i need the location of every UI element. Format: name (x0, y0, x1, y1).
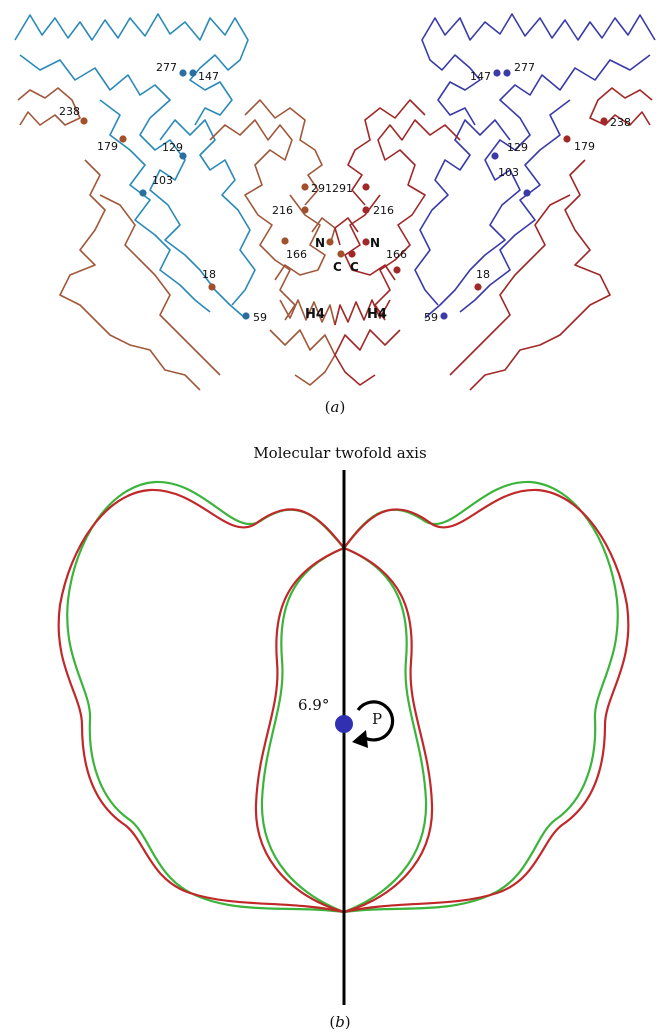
right-chain-red-trace (335, 88, 652, 390)
panel-a-ribbon-diagram: 277 147 238 179 129 103 291 216 166 18 5… (15, 14, 655, 416)
pivot-point-label: P (372, 710, 382, 728)
residue-label: 59 (424, 311, 438, 324)
panel-a-caption: (a) (325, 398, 346, 416)
residue-label: 291 (332, 182, 353, 195)
panel-b-caption: (b) (329, 1013, 350, 1031)
residue-label: 18 (202, 268, 216, 281)
residue-label: 18 (476, 268, 490, 281)
right-residue-labels: 147 277 238 129 179 103 291 216 166 18 5… (332, 61, 631, 324)
c-terminus-label: C (350, 260, 359, 274)
helix-labels: H4 H4 (305, 307, 387, 322)
residue-label: 129 (162, 141, 183, 154)
residue-label: 277 (514, 61, 535, 74)
rotation-angle-label: 6.9° (298, 696, 329, 714)
residue-label: 291 (311, 182, 332, 195)
panel-b-outline-diagram: Molecular twofold axis 6.9° P (b) (59, 444, 629, 1031)
residue-label: 238 (59, 105, 80, 118)
residue-label: 179 (574, 140, 595, 153)
residue-label: 238 (610, 116, 631, 129)
helix-label: H4 (367, 307, 387, 322)
residue-label: 147 (198, 70, 219, 83)
residue-label: 103 (152, 174, 173, 187)
residue-label: 59 (253, 311, 267, 324)
residue-label: 166 (386, 248, 407, 261)
left-residue-markers (80, 69, 344, 319)
left-chain-blue-trace (15, 14, 255, 318)
residue-label: 166 (286, 248, 307, 261)
residue-label: 179 (97, 140, 118, 153)
right-residue-markers (348, 69, 607, 319)
n-terminus-label: N (370, 236, 380, 250)
residue-label: 216 (272, 204, 293, 217)
residue-label: 277 (156, 61, 177, 74)
c-terminus-label: C (333, 260, 342, 274)
right-chain-blue-trace (415, 14, 655, 318)
axis-title: Molecular twofold axis (253, 444, 426, 462)
residue-label: 103 (498, 166, 519, 179)
n-terminus-label: N (315, 236, 325, 250)
helix-label: H4 (305, 307, 325, 322)
residue-label: 147 (470, 70, 491, 83)
pivot-point (335, 715, 353, 733)
residue-label: 216 (373, 204, 394, 217)
residue-label: 129 (507, 141, 528, 154)
